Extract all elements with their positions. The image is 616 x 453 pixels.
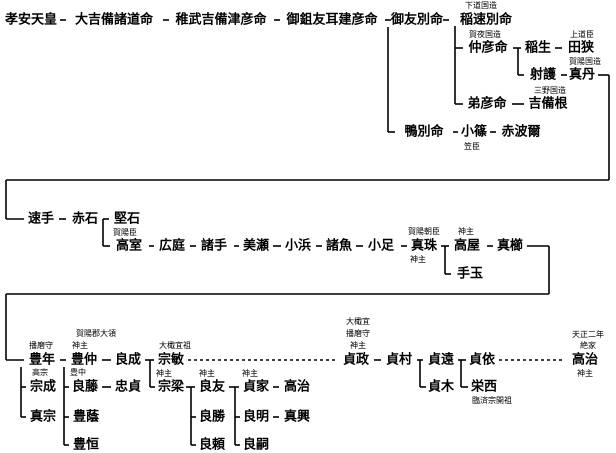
name-hironiwa: 広庭 bbox=[158, 238, 186, 254]
name-sanemune: 真宗 bbox=[29, 409, 57, 425]
name-munenari: 宗成 bbox=[29, 379, 57, 395]
name-akaishi: 赤石 bbox=[71, 211, 99, 227]
name-hayate: 速手 bbox=[27, 211, 55, 227]
name-wakatake: 稚武吉備津彦命 bbox=[175, 12, 267, 28]
name-yoshinari: 良成 bbox=[114, 352, 142, 368]
title-sadamasa-3: 神主 bbox=[350, 341, 366, 350]
name-kosasa: 小篠 bbox=[460, 124, 488, 140]
name-kibimoro: 大吉備諸道命 bbox=[74, 12, 154, 28]
name-eisai: 栄西 bbox=[470, 379, 498, 395]
name-taka: 田狭 bbox=[567, 40, 595, 56]
title-inahaya: 下道国造 bbox=[465, 1, 497, 10]
name-toyoshige: 豊蔭 bbox=[72, 409, 100, 425]
title-yoshifuji: 豊中 bbox=[70, 368, 86, 377]
title-takaharu-2-3: 神主 bbox=[577, 369, 593, 378]
name-yoshiaki: 良明 bbox=[242, 409, 270, 425]
title-toyonaka-top: 賀陽郡大領 bbox=[76, 329, 116, 338]
name-tadasada: 忠貞 bbox=[114, 379, 142, 395]
name-mitomo: 御鉏友耳建彦命 bbox=[286, 12, 378, 28]
name-moroio: 諸魚 bbox=[325, 238, 353, 254]
name-toyotoshi: 豊年 bbox=[28, 352, 56, 368]
name-kamo: 鴨別命 bbox=[404, 124, 444, 140]
name-takaya: 高屋 bbox=[453, 238, 481, 254]
name-takamuro: 高室 bbox=[115, 238, 143, 254]
title-takaya: 神主 bbox=[458, 227, 474, 236]
title-yoshitomo: 神主 bbox=[199, 369, 215, 378]
name-sadaie: 貞家 bbox=[242, 379, 270, 395]
name-yoshikatsu: 良勝 bbox=[198, 409, 226, 425]
name-tedama: 手玉 bbox=[456, 266, 484, 282]
title-sadamasa-1: 大檝宜 bbox=[346, 317, 370, 326]
title-eisai: 臨済宗開祖 bbox=[472, 396, 512, 405]
name-akahani: 赤波爾 bbox=[501, 124, 541, 140]
name-makushi: 真櫛 bbox=[496, 238, 524, 254]
title-kataishi: 賀陽臣 bbox=[113, 228, 137, 237]
name-sadaki: 貞木 bbox=[427, 379, 455, 395]
name-mitomowake: 御友別命 bbox=[390, 12, 444, 28]
title-toyonaka-mid: 神主 bbox=[72, 341, 88, 350]
title-mani: 賀陽国造 bbox=[569, 57, 601, 66]
name-takaharu-2: 高治 bbox=[571, 352, 599, 368]
title-toyotoshi-bottom: 高宗 bbox=[32, 368, 48, 377]
title-kosasa: 笠臣 bbox=[464, 142, 480, 151]
title-nakahiko: 賀夜国造 bbox=[469, 30, 501, 39]
title-masutama-top: 賀陽朝臣 bbox=[408, 227, 440, 236]
name-yoshifuji: 良藤 bbox=[71, 379, 99, 395]
name-inau: 稲生 bbox=[524, 40, 552, 56]
title-sadaie: 神主 bbox=[242, 369, 258, 378]
name-masutama: 真珠 bbox=[410, 238, 438, 254]
name-kohama: 小浜 bbox=[284, 238, 312, 254]
name-morote: 諸手 bbox=[200, 238, 228, 254]
name-otohiko: 弟彦命 bbox=[467, 96, 507, 112]
title-munetoshi: 大檝宜祖 bbox=[159, 341, 191, 350]
name-kibine: 吉備根 bbox=[528, 96, 568, 112]
name-munetoshi: 宗敏 bbox=[157, 352, 185, 368]
title-toyotoshi-top: 播磨守 bbox=[29, 341, 53, 350]
name-takaharu-1: 高治 bbox=[283, 379, 311, 395]
name-toyotsune: 豊恒 bbox=[72, 437, 100, 453]
name-ige: 射護 bbox=[529, 67, 557, 83]
name-sadato: 貞遠 bbox=[427, 352, 455, 368]
name-yoshitsugu: 良嗣 bbox=[242, 437, 270, 453]
name-kataishi: 堅石 bbox=[113, 211, 141, 227]
title-sadamasa-2: 播磨守 bbox=[346, 329, 370, 338]
title-takaharu-2-1: 天正二年 bbox=[572, 330, 604, 339]
name-koashi: 小足 bbox=[367, 238, 395, 254]
name-yoshitomo: 良友 bbox=[198, 379, 226, 395]
name-sadaoki: 真興 bbox=[283, 409, 311, 425]
name-sadamura: 貞村 bbox=[385, 352, 413, 368]
name-mani: 真丹 bbox=[568, 67, 596, 83]
name-inahaya: 稲速別命 bbox=[459, 12, 513, 28]
name-kouan-tennou: 孝安天皇 bbox=[4, 12, 58, 28]
title-masutama-bottom: 神主 bbox=[410, 255, 426, 264]
title-kibine: 三野国造 bbox=[534, 86, 566, 95]
name-sadamasa: 貞政 bbox=[342, 352, 370, 368]
title-taka: 上道臣 bbox=[570, 30, 594, 39]
title-muneyana: 神主 bbox=[156, 369, 172, 378]
name-yoshiyori: 良頼 bbox=[198, 437, 226, 453]
title-takaharu-2-2: 絶家 bbox=[580, 341, 596, 350]
name-muneyana: 宗梁 bbox=[157, 379, 185, 395]
name-sadayori: 貞依 bbox=[468, 352, 496, 368]
name-toyonaka: 豊仲 bbox=[70, 352, 98, 368]
name-misena: 美瀬 bbox=[242, 238, 270, 254]
name-nakahiko: 仲彦命 bbox=[468, 40, 508, 56]
